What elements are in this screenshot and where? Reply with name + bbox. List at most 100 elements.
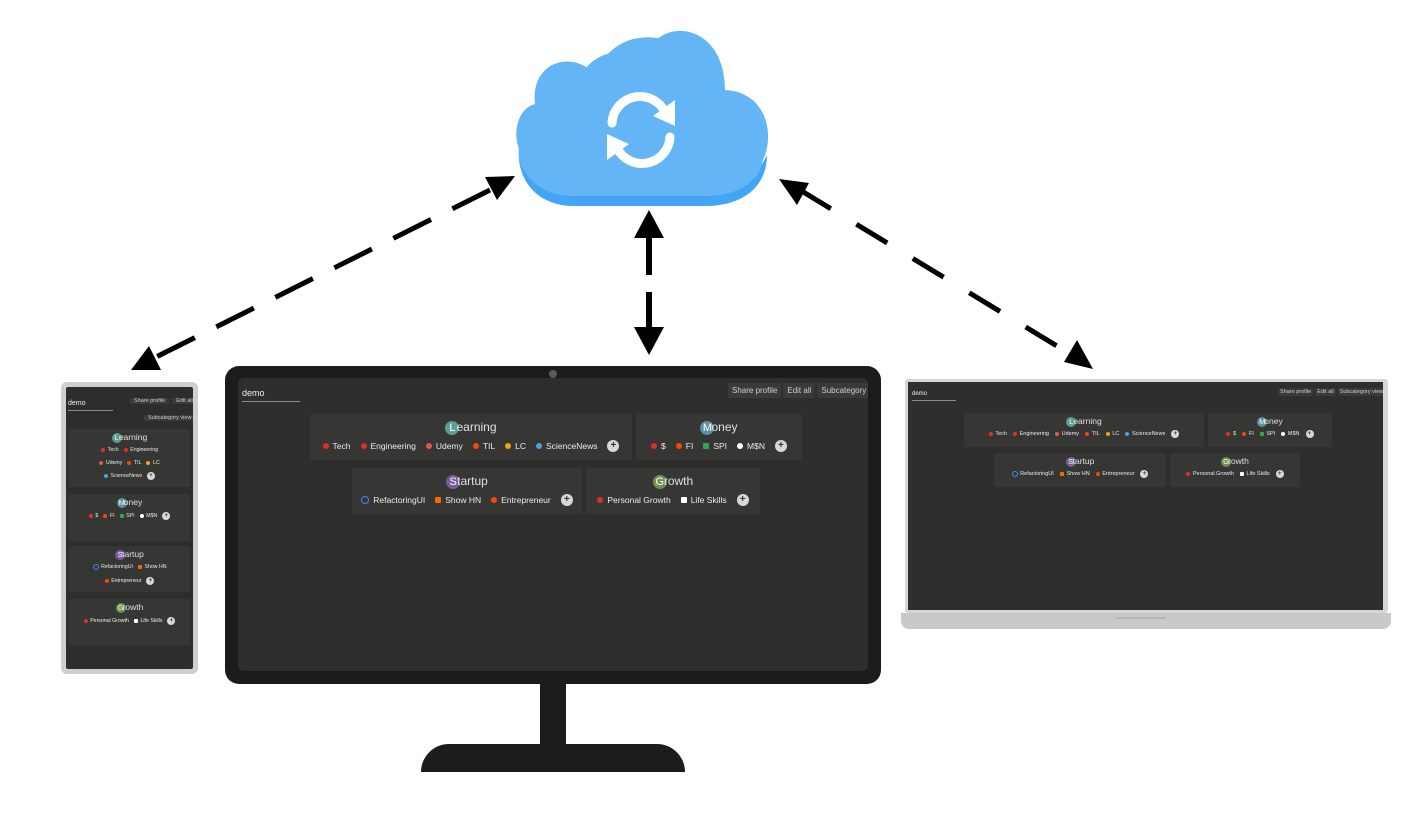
bookmark-link[interactable]: Udemy <box>425 441 463 451</box>
bookmark-link[interactable]: $ <box>651 441 666 451</box>
share-profile-button[interactable]: Share profile <box>728 383 782 398</box>
category-title[interactable]: Growth <box>1170 456 1300 467</box>
bookmark-link[interactable]: Engineering <box>123 447 158 453</box>
category-title[interactable]: Startup <box>69 549 190 560</box>
bookmark-link[interactable]: SPI <box>703 441 727 451</box>
subcategory-view-button[interactable]: Subcategory view <box>1337 388 1383 396</box>
bookmark-link[interactable]: ScienceNews <box>535 441 597 451</box>
bookmark-link[interactable]: Show HN <box>137 564 166 570</box>
bookmark-link[interactable]: TIL <box>127 460 141 466</box>
category-name: tartup <box>122 549 144 559</box>
add-link-button[interactable]: + <box>146 576 155 585</box>
add-link-button[interactable]: + <box>1171 430 1180 438</box>
refactoringui-icon <box>92 564 99 570</box>
bookmark-link[interactable]: TIL <box>472 441 495 451</box>
bookmark-link[interactable]: Engineering <box>1012 431 1049 437</box>
bookmark-link[interactable]: M$N <box>1281 431 1300 437</box>
sync-icon <box>607 92 675 168</box>
bookmark-link[interactable]: Personal Growth <box>597 495 671 505</box>
bookmark-label: $ <box>661 441 666 451</box>
bookmark-link[interactable]: LC <box>505 441 526 451</box>
bookmark-link[interactable]: RefactoringUI <box>92 564 133 570</box>
link-row: RefactoringUI Show HN Entrepreneur + <box>994 470 1166 478</box>
category-title[interactable]: Growth <box>69 602 190 613</box>
category-title[interactable]: Money <box>69 497 190 508</box>
bookmark-link[interactable]: Tech <box>988 431 1007 437</box>
bookmark-link[interactable]: Life Skills <box>680 495 727 505</box>
edit-all-button[interactable]: Edit all <box>172 398 193 404</box>
bookmark-link[interactable]: Show HN <box>1059 471 1090 477</box>
bookmark-label: Udemy <box>105 459 123 466</box>
bookmark-link[interactable]: Udemy <box>1054 431 1079 437</box>
bookmark-link[interactable]: Life Skills <box>1239 471 1270 477</box>
subcategory-view-button[interactable]: Subcategory view <box>817 383 868 398</box>
subcategory-view-button[interactable]: Subcategory view <box>144 415 193 421</box>
add-link-button[interactable]: + <box>1275 470 1284 478</box>
add-link-button[interactable]: + <box>774 440 787 452</box>
bookmark-link[interactable]: $ <box>1226 431 1236 437</box>
link-row: Tech Engineering Udemy TIL LC ScienceNews + <box>310 440 632 452</box>
bookmark-link[interactable]: RefactoringUI <box>361 495 425 505</box>
add-link-button[interactable]: + <box>147 472 156 480</box>
category-name: tartup <box>457 474 488 488</box>
category-title[interactable]: Growth <box>586 474 760 489</box>
bookmark-link[interactable]: M$N <box>139 513 157 519</box>
bookmark-link[interactable]: Tech <box>322 441 351 451</box>
bookmark-link[interactable]: LC <box>1105 431 1119 437</box>
category-title[interactable]: Startup <box>352 474 582 489</box>
bookmark-link[interactable]: Personal Growth <box>1186 471 1234 477</box>
add-link-button[interactable]: + <box>560 494 573 506</box>
add-link-button[interactable]: + <box>607 440 620 452</box>
bookmark-link[interactable]: SPI <box>1259 431 1275 437</box>
profile-name[interactable]: demo <box>242 388 265 398</box>
add-link-button[interactable]: + <box>167 617 176 625</box>
bookmark-link[interactable]: FI <box>1242 431 1254 437</box>
youtube-icon <box>597 497 604 503</box>
bookmark-link[interactable]: SPI <box>119 513 135 519</box>
reddit-icon <box>675 443 682 449</box>
bookmark-label: RefactoringUI <box>373 495 426 505</box>
add-link-button[interactable]: + <box>736 494 749 506</box>
share-profile-button[interactable]: Share profile <box>1278 388 1314 396</box>
link-row: RefactoringUI Show HN <box>69 564 190 570</box>
category-card: Money $ FI SPI M$N + <box>636 414 802 460</box>
bookmark-link[interactable]: Entrepreneur <box>104 578 141 584</box>
category-title[interactable]: Learning <box>310 420 632 435</box>
bookmark-label: TIL <box>133 459 142 466</box>
category-title[interactable]: Money <box>636 420 802 435</box>
youtube-icon <box>988 432 993 436</box>
category-title[interactable]: Learning <box>964 416 1204 427</box>
category-title[interactable]: Learning <box>69 432 190 443</box>
add-link-button[interactable]: + <box>1305 430 1314 438</box>
bookmark-link[interactable]: TIL <box>1085 431 1100 437</box>
reddit-icon <box>103 514 108 518</box>
bookmark-link[interactable]: RefactoringUI <box>1011 471 1054 477</box>
category-title[interactable]: Money <box>1208 416 1332 427</box>
bookmark-link[interactable]: Show HN <box>435 495 481 505</box>
bookmark-link[interactable]: M$N <box>737 441 765 451</box>
bookmark-link[interactable]: Udemy <box>99 460 122 466</box>
category-name: rowth <box>122 602 144 612</box>
bookmark-link[interactable]: Entrepreneur <box>1095 471 1134 477</box>
share-profile-button[interactable]: Share profile <box>130 398 170 404</box>
profile-name[interactable]: demo <box>912 391 928 397</box>
bookmark-link[interactable]: Entrepreneur <box>491 495 551 505</box>
bookmark-link[interactable]: FI <box>675 441 693 451</box>
add-link-button[interactable]: + <box>162 512 171 520</box>
profile-name[interactable]: demo <box>68 400 86 407</box>
youtube-icon <box>83 619 88 623</box>
add-link-button[interactable]: + <box>1140 470 1149 478</box>
category-title[interactable]: Startup <box>994 456 1166 467</box>
bookmark-link[interactable]: Engineering <box>360 441 416 451</box>
bookmark-link[interactable]: ScienceNews <box>103 473 142 479</box>
bookmark-label: Engineering <box>130 447 158 453</box>
bookmark-link[interactable]: $ <box>88 513 98 519</box>
edit-all-button[interactable]: Edit all <box>1315 388 1336 396</box>
bookmark-link[interactable]: LC <box>146 460 160 466</box>
edit-all-button[interactable]: Edit all <box>783 383 816 398</box>
bookmark-link[interactable]: Personal Growth <box>83 618 129 624</box>
bookmark-link[interactable]: Life Skills <box>133 618 162 624</box>
bookmark-link[interactable]: ScienceNews <box>1125 431 1165 437</box>
bookmark-link[interactable]: Tech <box>101 447 119 453</box>
bookmark-link[interactable]: FI <box>103 513 115 519</box>
